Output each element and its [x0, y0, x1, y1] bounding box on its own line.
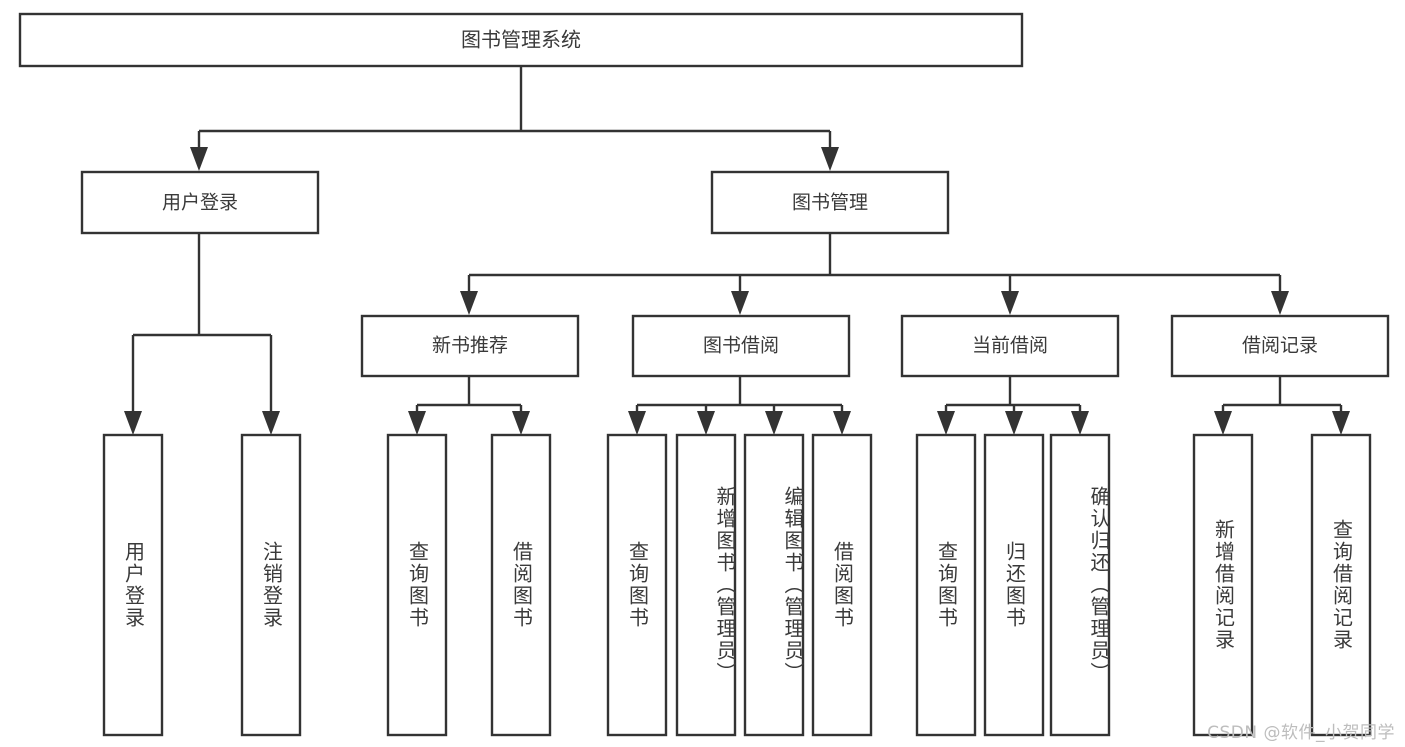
node-root[interactable]: 图书管理系统	[18, 12, 1024, 68]
arrow-cb-leaf-2	[1005, 411, 1023, 435]
arrow-nbr-leaf-2	[512, 411, 530, 435]
arrow-bb-leaf-3	[765, 411, 783, 435]
leaf-box-nbr-2[interactable]	[490, 433, 552, 737]
node-new-book-recommend-box[interactable]	[360, 314, 580, 378]
leaf-box-user-login-1[interactable]	[102, 433, 164, 737]
arrow-bb-leaf-4	[833, 411, 851, 435]
node-current-borrow[interactable]: 当前借阅	[900, 314, 1120, 378]
node-root-box[interactable]	[18, 12, 1024, 68]
connector-group-user-login	[124, 233, 280, 435]
leaf-box-bb-1[interactable]	[606, 433, 668, 737]
arrow-to-borrow-record	[1271, 291, 1289, 315]
node-root-label: 图书管理系统	[461, 28, 581, 52]
arrow-nbr-leaf-1	[408, 411, 426, 435]
leaf-box-br-1[interactable]	[1192, 433, 1254, 737]
leaf-box-bb-3[interactable]	[743, 433, 805, 737]
arrow-to-new-book-recommend	[460, 291, 478, 315]
arrow-user-login-leaf-2	[262, 411, 280, 435]
connector-group-borrow-record	[1214, 376, 1350, 435]
watermark-text: CSDN @软件_小贺同学	[1207, 723, 1395, 743]
node-book-borrow-box[interactable]	[631, 314, 851, 378]
node-book-management-label: 图书管理	[792, 192, 868, 214]
node-book-borrow-label: 图书借阅	[703, 335, 779, 357]
node-book-management-box[interactable]	[710, 170, 950, 235]
arrow-to-book-borrow	[731, 291, 749, 315]
node-current-borrow-label: 当前借阅	[972, 335, 1048, 357]
connector-group-current-borrow	[937, 376, 1089, 435]
node-user-login-label: 用户登录	[162, 192, 238, 214]
connector-group-book-borrow	[628, 376, 851, 435]
arrow-cb-leaf-1	[937, 411, 955, 435]
node-new-book-recommend[interactable]: 新书推荐	[360, 314, 580, 378]
node-current-borrow-box[interactable]	[900, 314, 1120, 378]
arrow-to-current-borrow	[1001, 291, 1019, 315]
node-user-login-box[interactable]	[80, 170, 320, 235]
leaf-box-br-2[interactable]	[1310, 433, 1372, 737]
leaf-box-cb-2[interactable]	[983, 433, 1045, 737]
node-borrow-record[interactable]: 借阅记录	[1170, 314, 1390, 378]
leaf-box-user-login-2[interactable]	[240, 433, 302, 737]
node-borrow-record-box[interactable]	[1170, 314, 1390, 378]
arrow-user-login-leaf-1	[124, 411, 142, 435]
arrow-bb-leaf-1	[628, 411, 646, 435]
leaf-box-bb-4[interactable]	[811, 433, 873, 737]
leaf-box-cb-1[interactable]	[915, 433, 977, 737]
connector-group-root	[190, 66, 839, 171]
node-new-book-recommend-label: 新书推荐	[432, 335, 508, 357]
node-borrow-record-label: 借阅记录	[1242, 335, 1318, 357]
arrow-bb-leaf-2	[697, 411, 715, 435]
node-user-login[interactable]: 用户登录	[80, 170, 320, 235]
leaf-box-nbr-1[interactable]	[386, 433, 448, 737]
node-book-management[interactable]: 图书管理	[710, 170, 950, 235]
leaf-box-cb-3[interactable]	[1049, 433, 1111, 737]
arrow-br-leaf-1	[1214, 411, 1232, 435]
connector-group-new-book-recommend	[408, 376, 530, 435]
arrow-br-leaf-2	[1332, 411, 1350, 435]
connector-group-book-mgmt	[460, 233, 1289, 315]
arrow-to-user-login	[190, 147, 208, 171]
node-book-borrow[interactable]: 图书借阅	[631, 314, 851, 378]
arrow-to-book-mgmt	[821, 147, 839, 171]
leaf-box-bb-2[interactable]	[675, 433, 737, 737]
arrow-cb-leaf-3	[1071, 411, 1089, 435]
